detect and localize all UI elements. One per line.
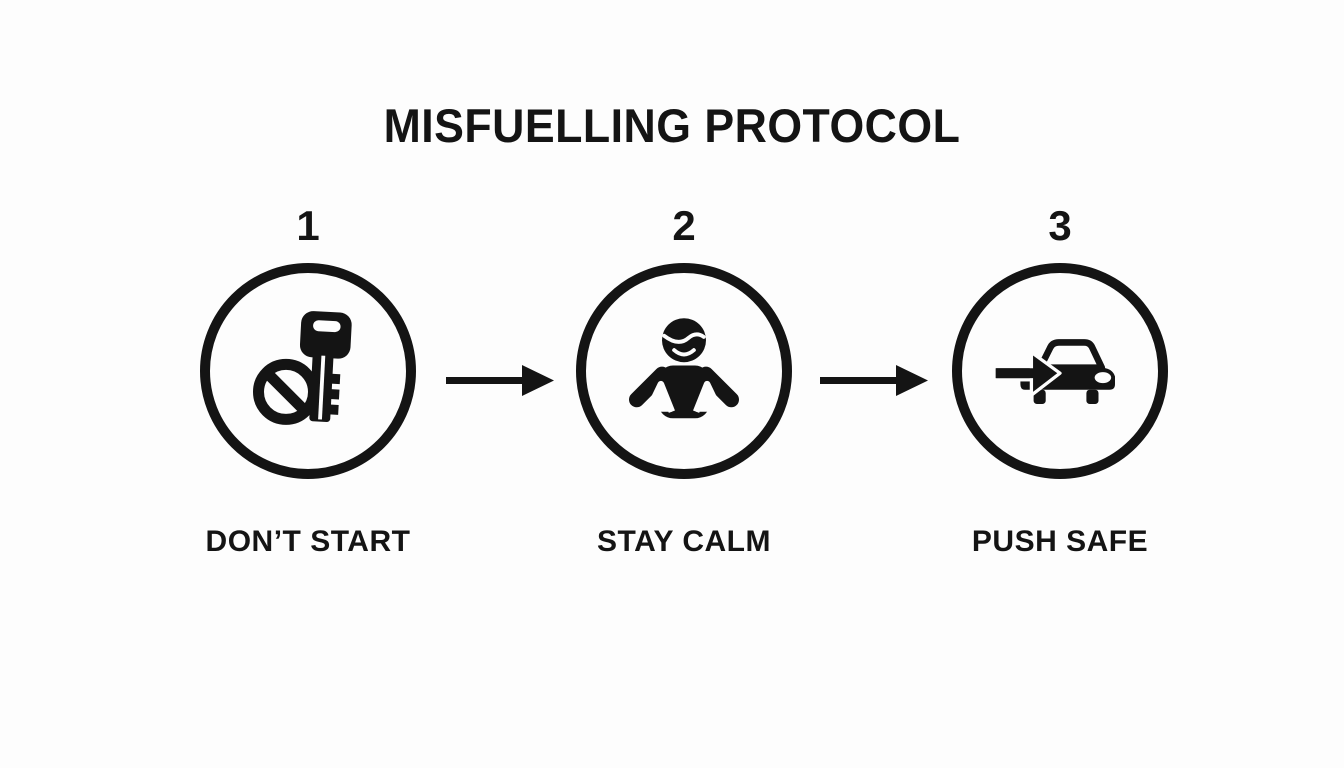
step-number: 2 (672, 202, 696, 249)
push-car-icon (994, 305, 1126, 437)
step-number: 3 (1048, 202, 1072, 249)
step-icon-circle (952, 263, 1168, 479)
no-start-key-icon (242, 305, 374, 437)
right-arrow-icon (818, 358, 930, 407)
step-label: PUSH SAFE (971, 525, 1149, 558)
step-push-safe: 3 (900, 205, 1220, 559)
step-number: 1 (296, 202, 320, 249)
calm-person-icon (618, 305, 750, 437)
step-icon-circle (200, 263, 416, 479)
step-label: STAY CALM (597, 525, 771, 558)
step-dont-start: 1 DON’T START (148, 205, 468, 559)
step-icon-circle (576, 263, 792, 479)
right-arrow-icon (444, 358, 556, 407)
step-stay-calm: 2 STAY CALM (524, 205, 844, 559)
page-title: MISFUELLING PROTOCOL (383, 99, 961, 152)
step-label: DON’T START (205, 525, 411, 558)
